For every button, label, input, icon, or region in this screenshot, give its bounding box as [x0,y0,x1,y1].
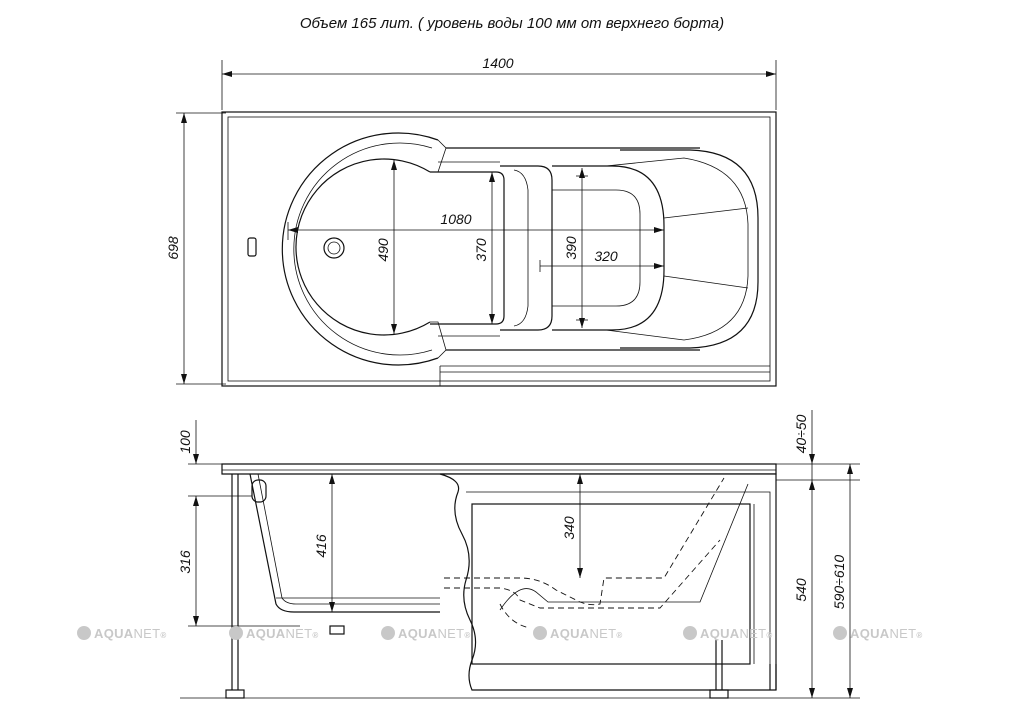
foot-depth-label: 340 [561,516,577,540]
bowl-depth-label: 416 [313,534,329,558]
watermark-logo: AQUANET® [381,626,471,641]
dimension-foot-length: 320 [539,248,664,272]
dimension-bowl-depth: 416 [313,474,335,612]
watermark-logo: AQUANET® [683,626,773,641]
dimension-foot-width: 390 [563,168,588,328]
bowl-width-label: 490 [375,238,391,262]
dimension-leg-gap: 40÷50 [776,410,860,481]
svg-text:AQUANET®: AQUANET® [246,626,319,641]
watermark-logo: AQUANET® [77,626,167,641]
dimension-inner-length: 1080 [287,211,664,240]
svg-text:AQUANET®: AQUANET® [850,626,923,641]
dimension-height: 698 [165,112,226,385]
dimension-total-height: 590÷610 [831,464,853,698]
svg-text:AQUANET®: AQUANET® [700,626,773,641]
leg-gap-label: 40÷50 [793,414,809,453]
volume-caption: Объем 165 лит. ( уровень воды 100 мм от … [300,15,724,32]
dimension-body-height: 540 [793,480,815,698]
watermark-logo: AQUANET® [833,626,923,641]
support-legs [225,474,777,699]
foot-width-label: 390 [563,236,579,260]
dimension-rim-drop: 100 [177,420,232,465]
seat-width-label: 370 [473,238,489,262]
svg-text:AQUANET®: AQUANET® [94,626,167,641]
svg-text:AQUANET®: AQUANET® [398,626,471,641]
width-label: 1400 [482,55,513,71]
body-height-label: 540 [793,578,809,602]
dimension-water-depth: 316 [177,495,300,627]
height-label: 698 [165,236,181,260]
total-height-label: 590÷610 [831,555,847,610]
foot-length-label: 320 [594,248,618,264]
dimension-seat-width: 370 [473,172,495,324]
plan-view: 1400 698 [165,55,777,387]
watermark-logo: AQUANET® [229,626,319,641]
inner-length-label: 1080 [440,211,471,227]
water-depth-label: 316 [177,550,193,574]
dimension-foot-depth: 340 [561,474,583,578]
svg-text:AQUANET®: AQUANET® [550,626,623,641]
side-view: 100 316 416 340 [177,410,860,699]
watermark-logo: AQUANET® [533,626,623,641]
rim-drop-label: 100 [177,430,193,454]
dimension-bowl-width: 490 [375,160,397,334]
dimension-width: 1400 [221,55,777,110]
watermark-row: AQUANET® AQUANET® AQUANET® AQUANET® AQUA… [77,626,923,641]
